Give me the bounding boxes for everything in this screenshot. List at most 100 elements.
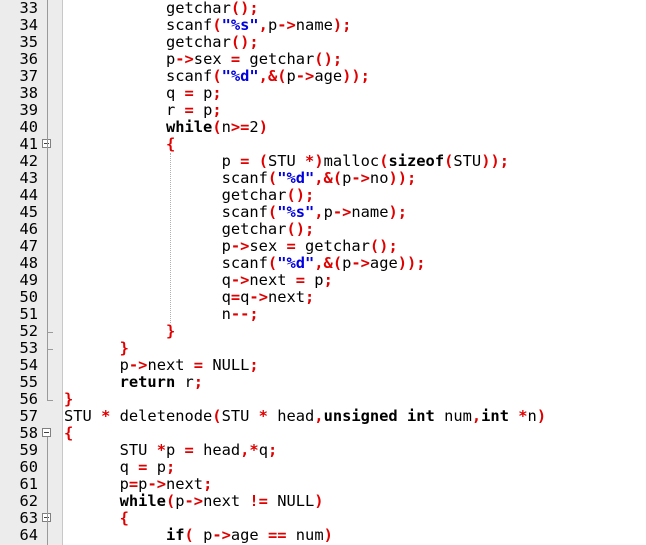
code-token: p [267,16,278,34]
code-token: = [230,288,241,306]
code-token: STU [267,152,306,170]
code-token: ; [305,288,315,306]
code-token [398,407,407,425]
code-token: ,&( [258,67,287,85]
fold-range-line [47,437,48,545]
code-token: while [119,492,166,510]
code-token: -> [351,169,370,187]
code-text: } [166,323,175,340]
code-token: p [175,492,185,510]
line-number: 51 [19,305,38,323]
code-token: getchar [165,0,231,17]
code-text: q = p; [120,459,176,476]
code-token: head [267,407,315,425]
code-token: , [314,407,324,425]
code-token: ; [267,441,278,459]
code-line[interactable]: 35 getchar(); [0,34,646,51]
line-number: 47 [19,237,38,255]
code-line[interactable]: 47 p->sex = getchar(); [0,238,646,255]
code-line[interactable]: 58{ [0,425,646,442]
code-token: scanf [221,203,268,221]
code-token: p [342,169,352,187]
code-token: } [64,390,74,408]
code-line[interactable]: 52} [0,323,646,340]
code-line[interactable]: 53} [0,340,646,357]
code-text: getchar(); [166,34,259,51]
code-token: , [314,203,324,221]
code-token: "%d" [221,67,259,85]
line-number: 56 [19,390,38,408]
line-number: 46 [19,220,38,238]
code-token: p [165,441,185,459]
code-line[interactable]: 56} [0,391,646,408]
code-token: scanf [165,67,213,85]
code-token: -> [147,475,166,493]
code-token: no [369,169,389,187]
fold-collapse-icon[interactable] [42,428,51,437]
code-text: p->sex = getchar(); [222,238,398,255]
code-text: scanf("%d",&(p->age)); [222,255,426,272]
code-token: unsigned [323,407,398,425]
code-token: age [230,526,268,544]
code-token: != [249,492,268,510]
code-token: { [64,424,74,442]
code-token: next [203,492,250,510]
code-token: ( [212,407,222,425]
code-token: getchar [240,50,315,68]
code-text: q->next = p; [222,272,333,289]
code-token: * [156,441,166,459]
code-token: n [221,118,231,136]
code-line[interactable]: 48 scanf("%d",&(p->age)); [0,255,646,272]
line-number: 35 [19,33,38,51]
code-token: ); [388,203,408,221]
code-token: -> [184,492,204,510]
line-number: 37 [19,67,38,85]
code-token: if [165,526,185,544]
code-line[interactable]: 41{ [0,136,646,153]
code-token: p [119,356,129,374]
fold-collapse-icon[interactable] [42,513,51,522]
code-token: q [119,458,139,476]
code-token: -> [212,526,231,544]
code-token: ; [212,84,222,102]
code-token: STU [453,152,482,170]
code-token: num [434,407,472,425]
code-text: r = p; [166,102,222,119]
fold-collapse-icon[interactable] [42,139,51,148]
line-number: 48 [19,254,38,272]
code-token: )); [481,152,509,170]
code-token: >= [230,118,250,136]
code-token: ( [444,152,454,170]
code-token: = [138,458,148,476]
code-token: ; [165,458,176,476]
line-number: 53 [19,339,38,357]
code-line[interactable]: 63{ [0,510,646,527]
code-token: p [193,84,213,102]
code-token: -> [230,237,250,255]
code-token: q [221,288,231,306]
